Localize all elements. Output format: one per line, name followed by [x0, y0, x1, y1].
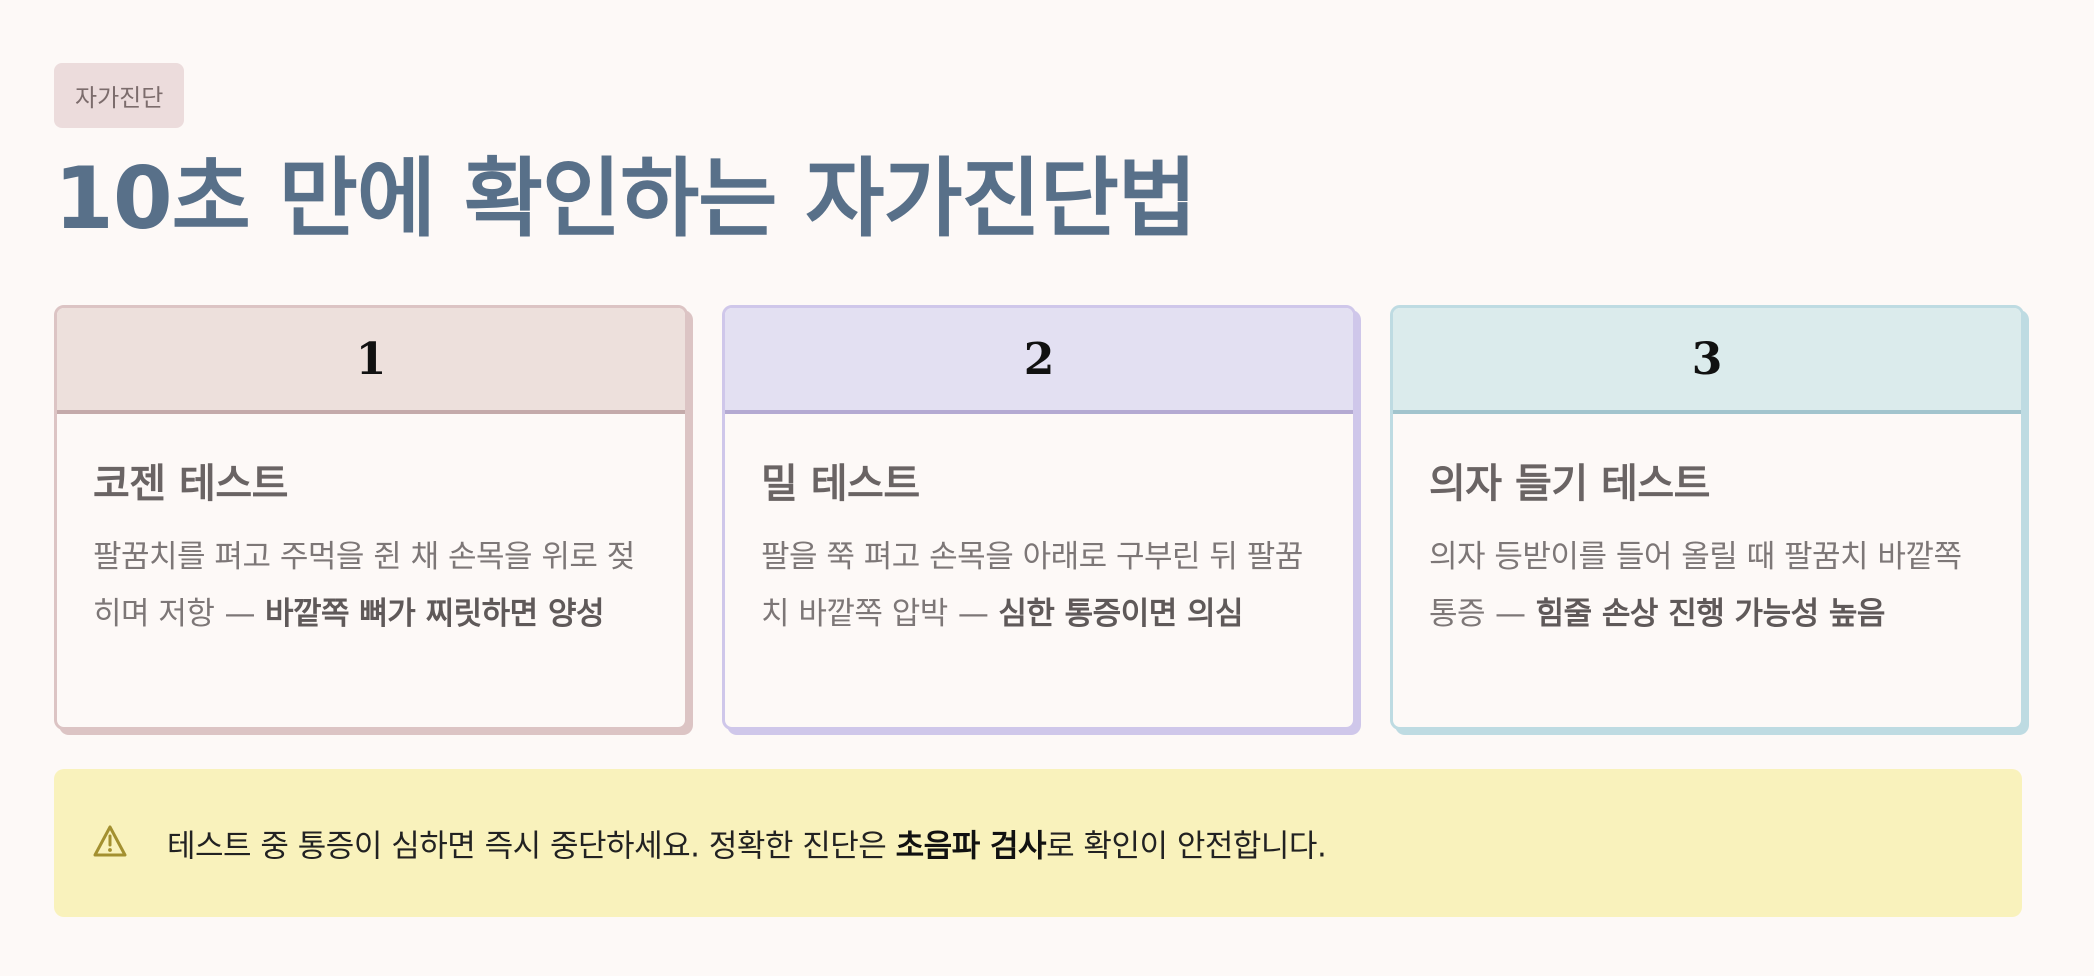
warning-message: 테스트 중 통증이 심하면 즉시 중단하세요. 정확한 진단은 초음파 검사로 …: [167, 821, 1327, 866]
card-body: 의자 들기 테스트 의자 등받이를 들어 올릴 때 팔꿈치 바깥쪽 통증—힘줄 …: [1393, 414, 2021, 643]
test-card-2: 2 밀 테스트 팔을 쭉 펴고 손목을 아래로 구부린 뒤 팔꿈치 바깥쪽 압박…: [722, 305, 1356, 730]
card-result: 바깥쪽 뼈가 찌릿하면 양성: [264, 596, 605, 632]
card-body: 밀 테스트 팔을 쭉 펴고 손목을 아래로 구부린 뒤 팔꿈치 바깥쪽 압박—심…: [725, 414, 1353, 643]
card-header: 3: [1393, 308, 2021, 414]
card-description-text: 팔을 쭉 펴고 손목을 아래로 구부린 뒤 팔꿈치 바깥쪽 압박: [761, 539, 1303, 632]
card-title: 의자 들기 테스트: [1429, 461, 1710, 507]
card-header: 1: [57, 308, 685, 414]
card-number: 1: [355, 333, 387, 385]
card-title: 코젠 테스트: [93, 461, 288, 507]
warning-text-bold: 초음파 검사: [895, 828, 1047, 865]
category-badge: 자가진단: [54, 63, 185, 128]
test-cards: 1 코젠 테스트 팔꿈치를 펴고 주먹을 쥔 채 손목을 위로 젖히며 저항—바…: [54, 305, 2024, 730]
card-header: 2: [725, 308, 1353, 414]
test-card-1: 1 코젠 테스트 팔꿈치를 펴고 주먹을 쥔 채 손목을 위로 젖히며 저항—바…: [54, 305, 688, 730]
page-title: 10초 만에 확인하는 자가진단법: [54, 149, 1197, 249]
card-dash: —: [224, 596, 255, 632]
card-description: 의자 등받이를 들어 올릴 때 팔꿈치 바깥쪽 통증—힘줄 손상 진행 가능성 …: [1429, 529, 1985, 643]
card-description-text: 팔꿈치를 펴고 주먹을 쥔 채 손목을 위로 젖히며 저항: [93, 539, 635, 632]
card-dash: —: [957, 596, 989, 632]
card-body: 코젠 테스트 팔꿈치를 펴고 주먹을 쥔 채 손목을 위로 젖히며 저항—바깥쪽…: [57, 414, 685, 643]
card-dash: —: [1495, 596, 1526, 632]
card-description-text: 의자 등받이를 들어 올릴 때 팔꿈치 바깥쪽 통증: [1429, 539, 1962, 632]
warning-alert: 테스트 중 통증이 심하면 즉시 중단하세요. 정확한 진단은 초음파 검사로 …: [54, 769, 2022, 917]
card-number: 3: [1691, 333, 1723, 385]
card-result: 심한 통증이면 의심: [998, 596, 1244, 632]
card-number: 2: [1023, 333, 1055, 385]
card-result: 힘줄 손상 진행 가능성 높음: [1535, 596, 1886, 632]
test-card-3: 3 의자 들기 테스트 의자 등받이를 들어 올릴 때 팔꿈치 바깥쪽 통증—힘…: [1390, 305, 2024, 730]
card-description: 팔꿈치를 펴고 주먹을 쥔 채 손목을 위로 젖히며 저항—바깥쪽 뼈가 찌릿하…: [93, 529, 649, 643]
warning-text-after: 로 확인이 안전합니다.: [1046, 828, 1327, 865]
warning-text-before: 테스트 중 통증이 심하면 즉시 중단하세요. 정확한 진단은: [167, 828, 896, 865]
warning-icon: [93, 825, 127, 857]
card-description: 팔을 쭉 펴고 손목을 아래로 구부린 뒤 팔꿈치 바깥쪽 압박—심한 통증이면…: [761, 529, 1317, 643]
card-title: 밀 테스트: [761, 461, 920, 507]
